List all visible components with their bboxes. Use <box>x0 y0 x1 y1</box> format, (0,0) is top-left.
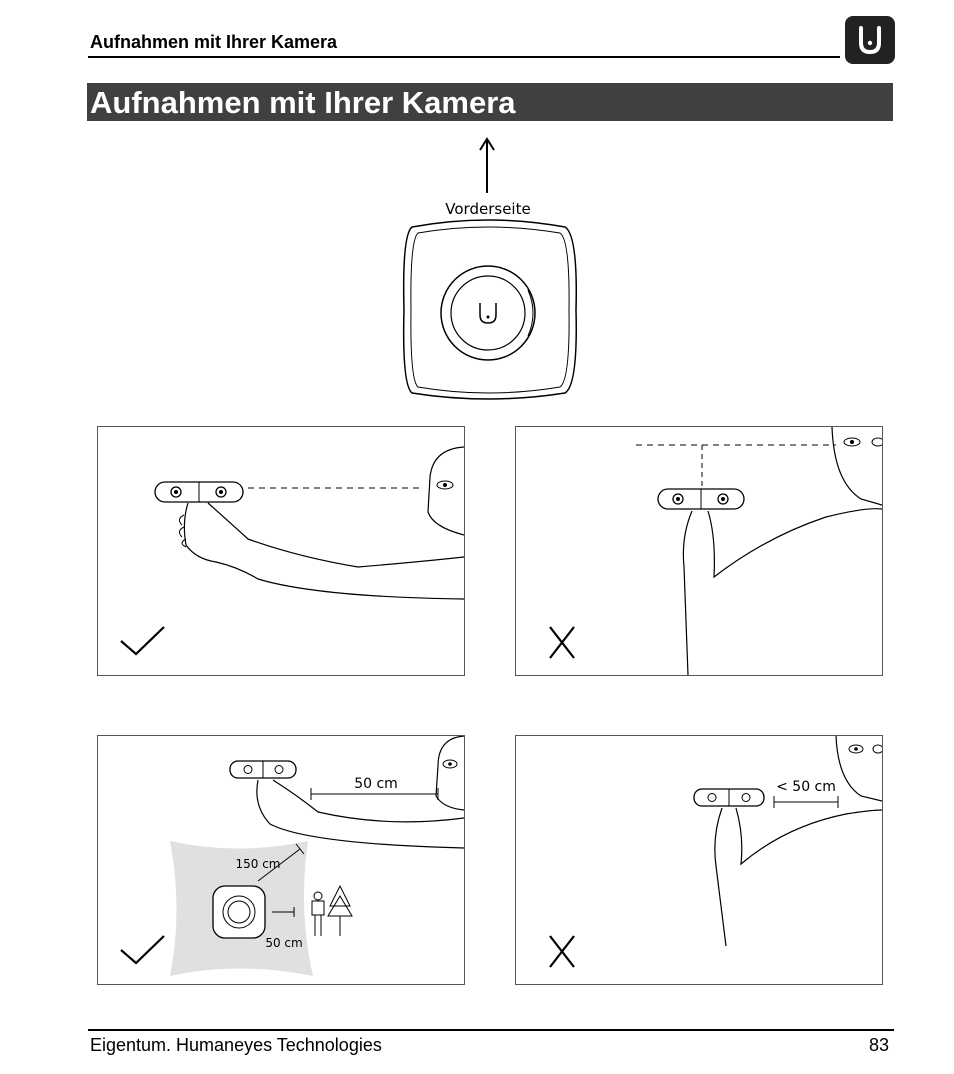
section-title: Aufnahmen mit Ihrer Kamera <box>90 85 516 120</box>
front-label: Vorderseite <box>445 200 530 218</box>
checkmark-icon <box>120 626 165 656</box>
inset-far-label: 150 cm <box>235 857 280 871</box>
cross-icon <box>549 626 575 659</box>
illustration-panel-correct-distance: 50 cm 150 cm 50 cm <box>97 735 465 985</box>
illustration-panel-incorrect-close: < 50 cm <box>515 735 883 985</box>
illustration-panel-correct-eye-level <box>97 426 465 676</box>
humaneyes-logo-icon <box>845 16 895 64</box>
running-header-title: Aufnahmen mit Ihrer Kamera <box>90 32 338 52</box>
person-icon <box>311 891 325 936</box>
camera-top-view-illustration: Vorderseite <box>402 137 577 400</box>
footer-rule <box>88 1029 894 1031</box>
cross-icon <box>549 935 575 968</box>
header-rule <box>88 56 840 58</box>
section-title-bar: Aufnahmen mit Ihrer Kamera <box>87 83 893 121</box>
tree-icon <box>327 884 353 936</box>
inset-near-label: 50 cm <box>265 936 302 950</box>
distance-label: 50 cm <box>354 776 398 792</box>
page-number: 83 <box>868 1035 889 1055</box>
illustration-panel-incorrect-low <box>515 426 883 676</box>
footer-copyright: Eigentum. Humaneyes Technologies <box>90 1035 382 1055</box>
distance-label: < 50 cm <box>776 779 836 795</box>
checkmark-icon <box>120 935 165 965</box>
